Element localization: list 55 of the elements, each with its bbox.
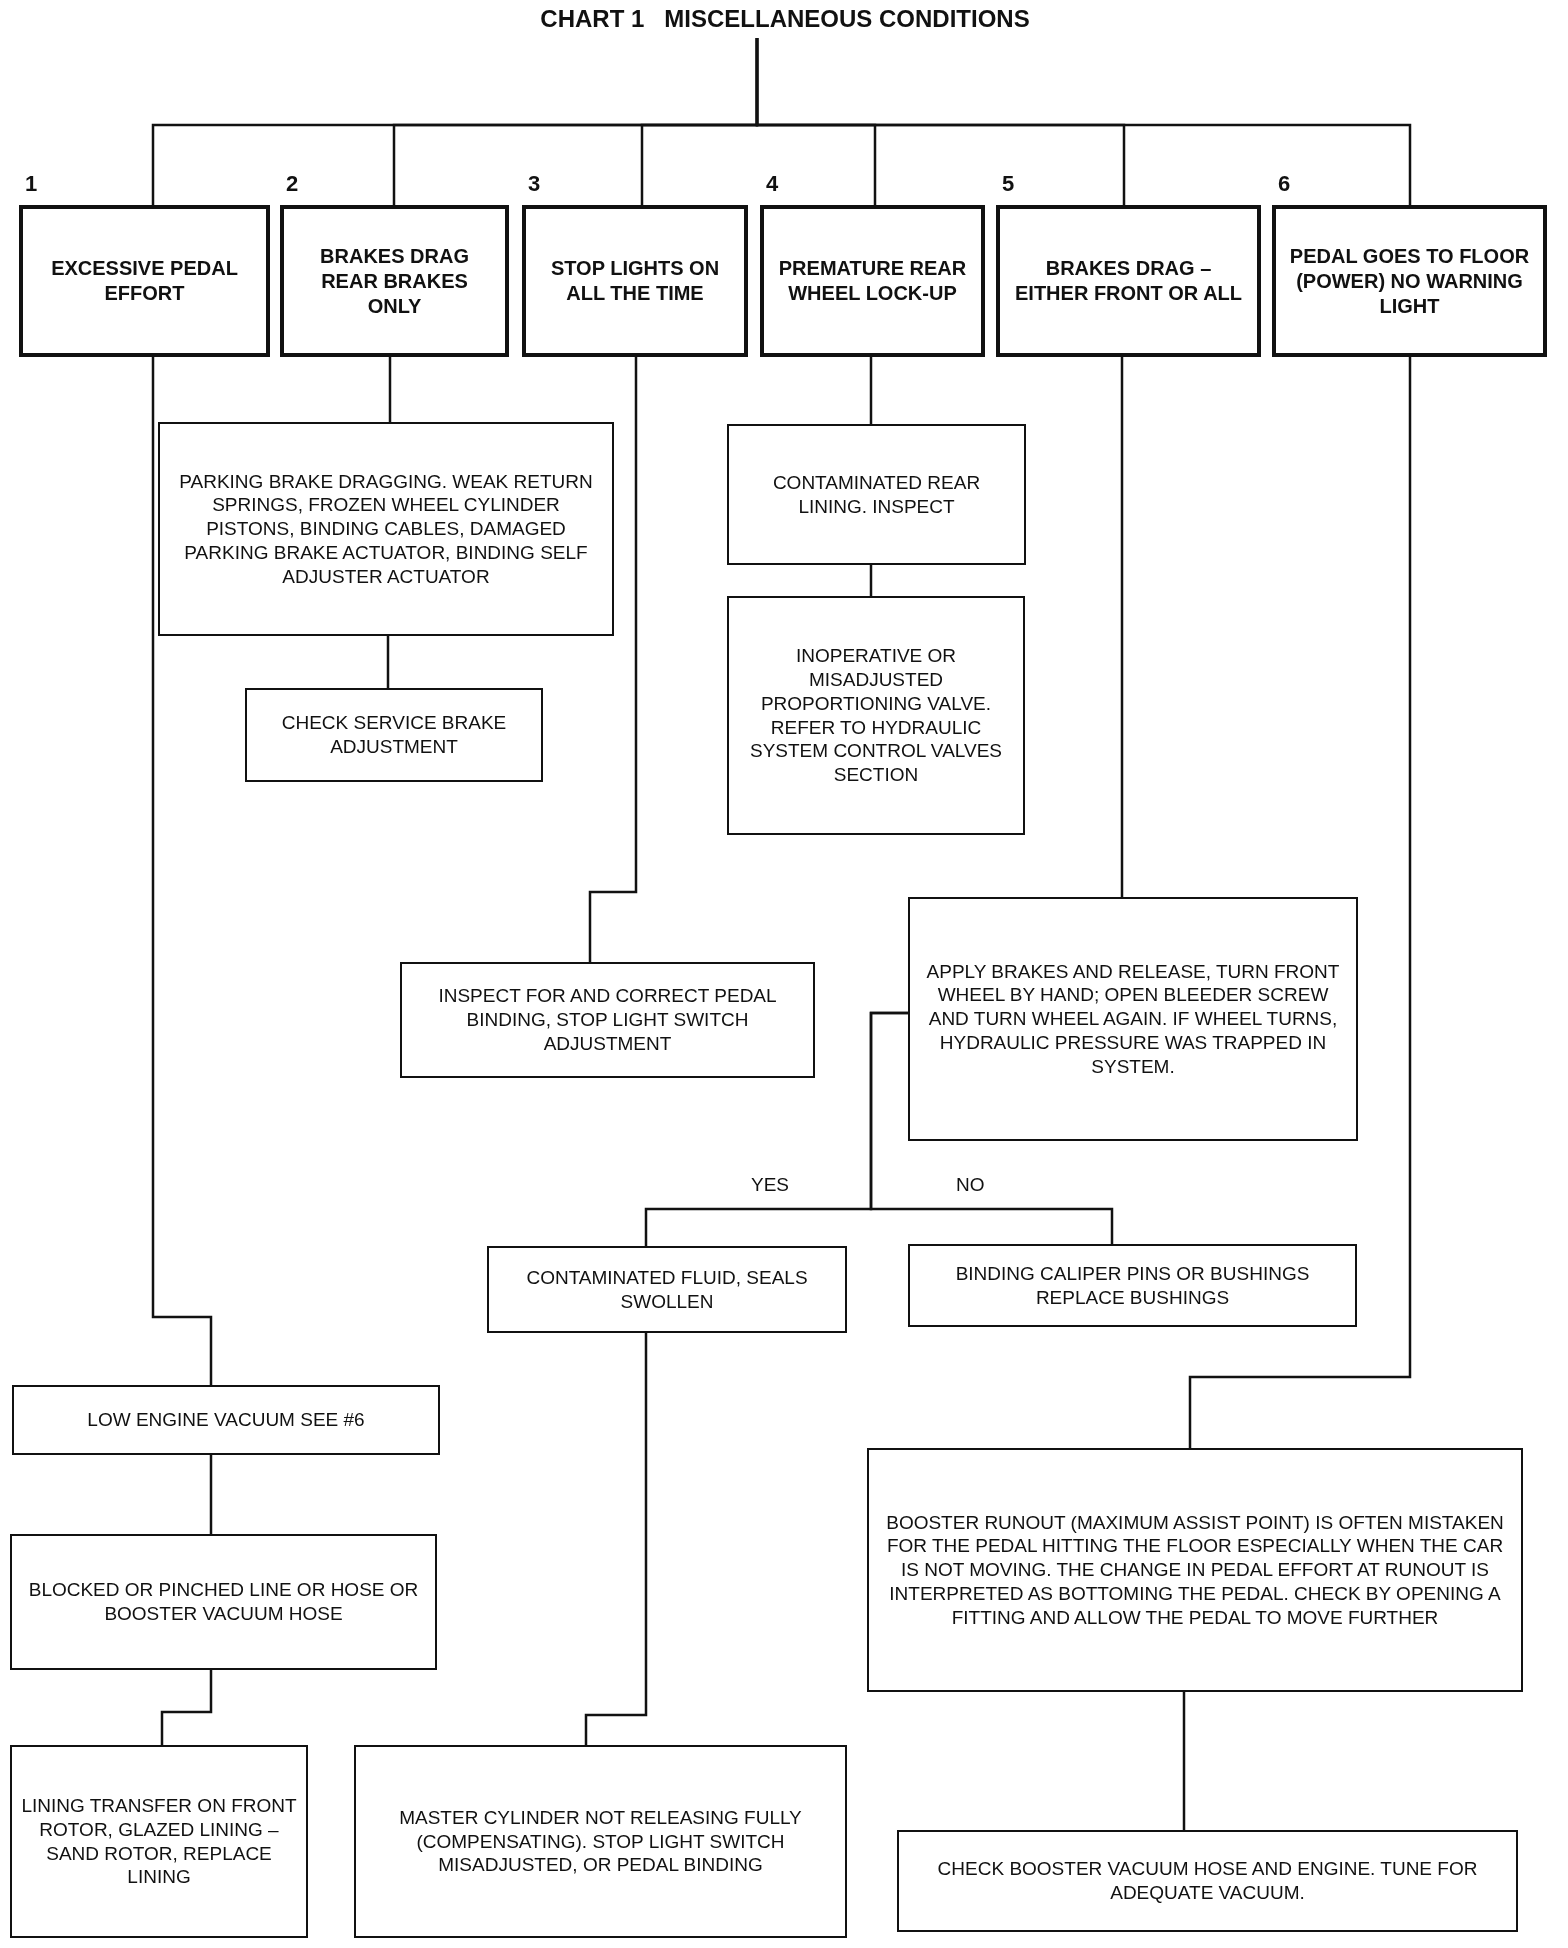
box-text: CHECK BOOSTER VACUUM HOSE AND ENGINE. TUNE FOR ADEQUATE VACUUM. <box>936 1857 1479 1905</box>
connector-line <box>584 1333 648 1745</box>
box-text: LOW ENGINE VACUUM SEE #6 <box>87 1408 365 1432</box>
connector-line <box>386 636 390 688</box>
box-text: BLOCKED OR PINCHED LINE OR HOSE OR BOOSTER VACUUM HOSE <box>27 1578 420 1626</box>
box-text: LINING TRANSFER ON FRONT ROTOR, GLAZED LINING – SAND ROTOR, REPLACE LINING <box>20 1794 298 1889</box>
step-box <box>908 897 1358 1141</box>
step-box <box>897 1830 1518 1932</box>
condition-number: 6 <box>1278 171 1291 197</box>
box-text: BRAKES DRAG REAR BRAKES ONLY <box>319 243 470 319</box>
box-text: BRAKES DRAG – EITHER FRONT OR ALL <box>1014 256 1243 306</box>
step-box <box>10 1534 437 1670</box>
box-text: INOPERATIVE OR MISADJUSTED PROPORTIONING VALVE. REFER TO HYDRAULIC SYSTEM CONTROL VALVES SECTION <box>749 644 1003 787</box>
box-text: PARKING BRAKE DRAGGING. WEAK RETURN SPRINGS, FROZEN WHEEL CYLINDER PISTONS, BINDING CABLES, DAMAGED PARKING BRAKE ACTUATOR, BINDING SELF ADJUSTER ACTUATOR <box>178 469 594 589</box>
condition-number: 5 <box>1002 171 1015 197</box>
condition-number: 3 <box>528 171 541 197</box>
box-text: CHECK SERVICE BRAKE ADJUSTMENT <box>280 711 508 759</box>
step-box <box>400 962 815 1078</box>
step-box <box>12 1385 440 1455</box>
connector-line <box>160 1670 213 1745</box>
box-text: BOOSTER RUNOUT (MAXIMUM ASSIST POINT) IS OFTEN MISTAKEN FOR THE PEDAL HITTING THE FLOOR ESPECIALLY WHEN THE CAR IS NOT MOVING. THE CHANGE IN PEDAL EFFORT AT RUNOUT IS INTERPRETED AS BOTTOMING THE PEDAL. CHECK BY OPENING A FITTING AND ALLOW THE PEDAL TO MOVE FURTHER <box>885 1510 1505 1630</box>
connector-line <box>869 1011 1114 1244</box>
step-box <box>727 596 1025 835</box>
box-text: APPLY BRAKES AND RELEASE, TURN FRONT WHEEL BY HAND; OPEN BLEEDER SCREW AND TURN WHEEL AGAIN. IF WHEEL TURNS, HYDRAULIC PRESSURE WAS TRAPPED IN SYSTEM. <box>925 959 1341 1079</box>
connector-line <box>869 565 873 596</box>
condition-number: 1 <box>25 171 38 197</box>
condition-number: 4 <box>766 171 779 197</box>
box-text: PREMATURE REAR WHEEL LOCK-UP <box>777 256 968 306</box>
step-box <box>354 1745 847 1938</box>
box-text: CONTAMINATED FLUID, SEALS SWOLLEN <box>525 1265 809 1314</box>
step-box <box>10 1745 308 1938</box>
chart-title: CHART 1 MISCELLANEOUS CONDITIONS <box>540 4 1030 34</box>
box-text: MASTER CYLINDER NOT RELEASING FULLY (COMPENSATING). STOP LIGHT SWITCH MISADJUSTED, OR PEDAL BINDING <box>398 1805 803 1878</box>
box-text: BINDING CALIPER PINS OR BUSHINGS REPLACE BUSHINGS <box>954 1261 1311 1310</box>
step-box <box>245 688 543 782</box>
connector-line <box>869 357 873 424</box>
step-box <box>158 422 614 636</box>
box-text: STOP LIGHTS ON ALL THE TIME <box>549 256 721 306</box>
connector-line <box>1182 1692 1186 1830</box>
step-box <box>867 1448 1523 1692</box>
connector-line <box>1188 357 1412 1448</box>
condition-number: 2 <box>286 171 299 197</box>
box-text: EXCESSIVE PEDAL EFFORT <box>50 256 239 306</box>
connector-line <box>209 1455 213 1534</box>
step-box <box>487 1246 847 1333</box>
box-text: INSPECT FOR AND CORRECT PEDAL BINDING, STOP LIGHT SWITCH ADJUSTMENT <box>437 984 778 1056</box>
step-box <box>908 1244 1357 1327</box>
connector-line <box>1120 357 1124 897</box>
box-text: PEDAL GOES TO FLOOR (POWER) NO WARNING LIGHT <box>1288 243 1531 319</box>
connector-line <box>151 357 213 1385</box>
connector-line <box>755 38 1412 205</box>
connector-line <box>588 357 638 962</box>
step-box <box>727 424 1026 565</box>
connector-line <box>388 357 392 422</box>
box-text: CONTAMINATED REAR LINING. INSPECT <box>771 470 982 519</box>
